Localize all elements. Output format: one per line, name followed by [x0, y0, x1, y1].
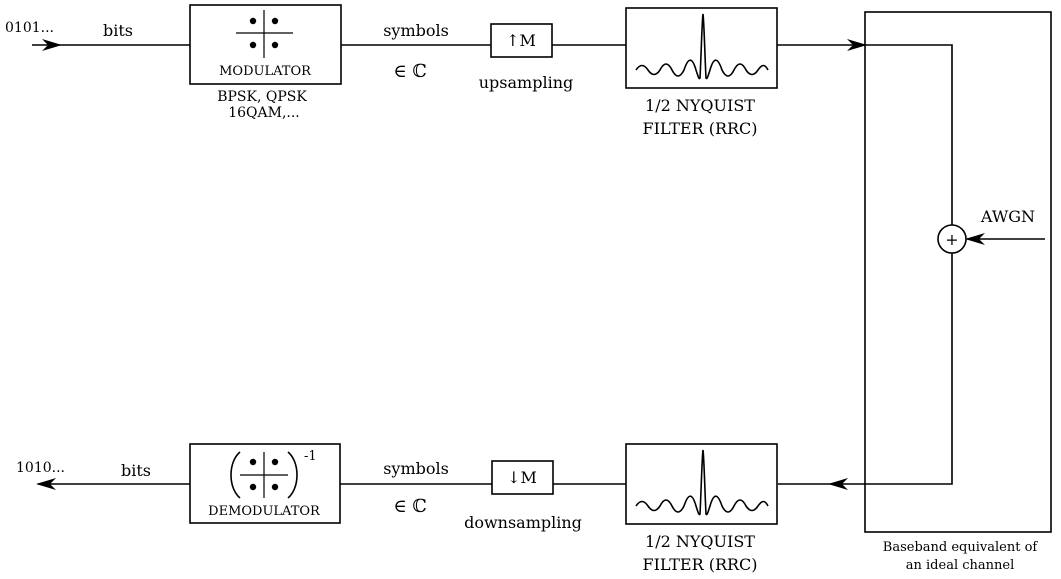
constellation-icon	[249, 17, 279, 49]
modulator-block: MODULATOR	[189, 4, 342, 85]
demodulator-block: -1 DEMODULATOR	[189, 443, 341, 524]
upsampler-caption: upsampling	[479, 73, 574, 92]
tx-symbols-label: symbols	[383, 21, 449, 40]
channel-caption-line2: an ideal channel	[906, 558, 1014, 573]
rx-filter-caption-line2: FILTER (RRC)	[642, 555, 757, 574]
tx-filter-caption-line1: 1/2 NYQUIST	[645, 96, 755, 115]
inverse-exponent: -1	[304, 449, 317, 464]
sinc-pulse-icon	[635, 13, 769, 80]
downsampler-caption: downsampling	[464, 513, 582, 532]
right-paren-icon	[287, 451, 298, 499]
adder-symbol: +	[945, 230, 958, 249]
left-paren-icon	[230, 451, 241, 499]
downsampler-label: ↓M	[507, 468, 537, 487]
modulator-caption-line2: 16QAM,...	[228, 105, 300, 121]
channel-block: + AWGN	[864, 11, 1052, 533]
input-bits-label: 0101...	[5, 20, 54, 36]
channel-caption-line1: Baseband equivalent of	[883, 540, 1039, 555]
awgn-label: AWGN	[980, 207, 1035, 226]
upsampler-label: ↑M	[506, 31, 536, 50]
tx-filter-caption-line2: FILTER (RRC)	[642, 119, 757, 138]
rx-bits-label: bits	[121, 461, 151, 480]
output-bits-label: 1010...	[16, 460, 65, 476]
tx-rrc-filter-block	[625, 7, 778, 89]
channel-path-top	[865, 44, 953, 225]
rx-rrc-filter-block	[625, 443, 778, 525]
rx-filter-caption-line1: 1/2 NYQUIST	[645, 532, 755, 551]
modulator-caption-line1: BPSK, QPSK	[217, 89, 307, 105]
rx-symbols-label: symbols	[383, 459, 449, 478]
sinc-pulse-icon	[635, 449, 769, 516]
rx-symbols-set: ∈ ℂ	[393, 496, 426, 517]
channel-path-bottom	[865, 253, 953, 485]
modulator-label: MODULATOR	[219, 64, 312, 79]
upsampler-block: ↑M	[490, 23, 553, 58]
downsampler-block: ↓M	[491, 460, 554, 495]
tx-symbols-set: ∈ ℂ	[393, 61, 426, 82]
constellation-icon	[249, 458, 279, 491]
demodulator-label: DEMODULATOR	[208, 504, 321, 519]
tx-bits-label: bits	[103, 21, 133, 40]
